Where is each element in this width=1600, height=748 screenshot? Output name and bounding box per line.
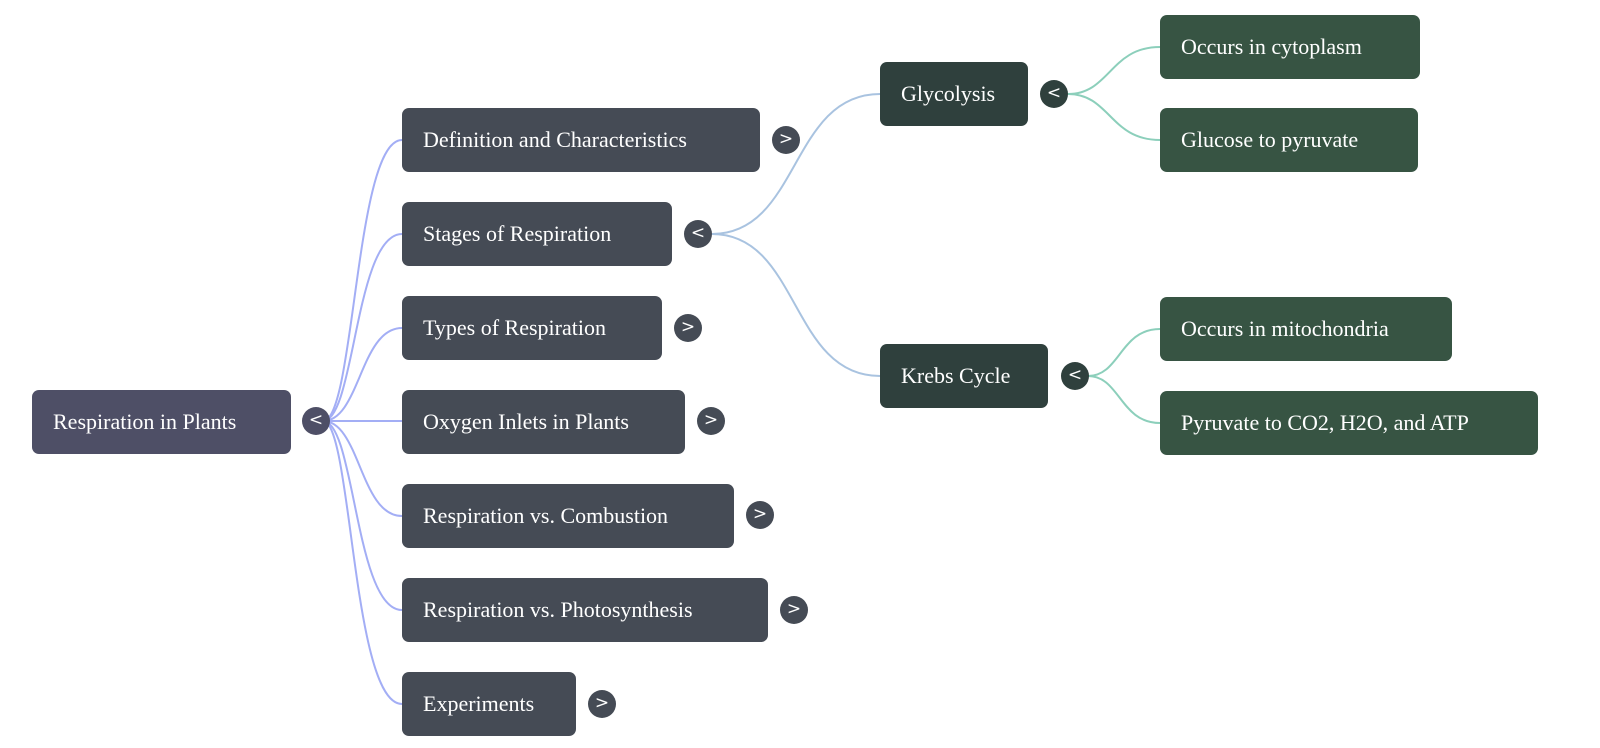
- branch-label: Definition and Characteristics: [423, 127, 687, 152]
- expand-definition-toggle[interactable]: >: [772, 126, 800, 154]
- branch-oxygen-node[interactable]: Oxygen Inlets in Plants: [402, 390, 685, 454]
- leaf-label: Occurs in mitochondria: [1181, 316, 1389, 341]
- edge-glycolysis-to-cytoplasm: [1067, 46, 1161, 95]
- expand-photosynthesis-toggle[interactable]: >: [780, 596, 808, 624]
- edge-root-to-stages: [322, 233, 403, 422]
- leaf-pyruvate-products-node[interactable]: Pyruvate to CO2, H2O, and ATP: [1160, 391, 1538, 455]
- expand-experiments-toggle[interactable]: >: [588, 690, 616, 718]
- collapse-stages-toggle[interactable]: <: [684, 220, 712, 248]
- leaf-label: Pyruvate to CO2, H2O, and ATP: [1181, 410, 1469, 435]
- glycolysis-label: Glycolysis: [901, 81, 996, 106]
- leaf-glucose-node[interactable]: Glucose to pyruvate: [1160, 108, 1418, 172]
- branch-photosynthesis-node[interactable]: Respiration vs. Photosynthesis: [402, 578, 768, 642]
- leaf-label: Occurs in cytoplasm: [1181, 34, 1362, 59]
- branch-label: Oxygen Inlets in Plants: [423, 409, 629, 434]
- edge-root-to-combustion: [322, 420, 403, 517]
- root-node-label: Respiration in Plants: [53, 409, 237, 434]
- branch-definition-node[interactable]: Definition and Characteristics: [402, 108, 760, 172]
- branch-label: Respiration vs. Combustion: [423, 503, 669, 528]
- edge-root-to-definition: [322, 139, 403, 422]
- leaf-cytoplasm-node[interactable]: Occurs in cytoplasm: [1160, 15, 1420, 79]
- collapse-root-toggle[interactable]: <: [302, 407, 330, 435]
- edge-stages-to-krebs: [711, 233, 881, 377]
- root-node[interactable]: Respiration in Plants: [32, 390, 291, 454]
- edge-glycolysis-to-pyruvate: [1067, 93, 1161, 141]
- edge-stages-to-glycolysis: [711, 93, 881, 235]
- edge-root-to-types: [322, 327, 403, 422]
- edge-root-to-experiments: [322, 420, 403, 705]
- krebs-cycle-label: Krebs Cycle: [901, 363, 1011, 388]
- leaf-label: Glucose to pyruvate: [1181, 127, 1359, 152]
- collapse-krebs-toggle[interactable]: <: [1061, 362, 1089, 390]
- edge-root-to-photosynthesis: [322, 420, 403, 611]
- expand-combustion-toggle[interactable]: >: [746, 501, 774, 529]
- branch-label: Types of Respiration: [423, 315, 606, 340]
- edge-krebs-to-mitochondria: [1087, 328, 1161, 377]
- branch-combustion-node[interactable]: Respiration vs. Combustion: [402, 484, 734, 548]
- branch-stages-node[interactable]: Stages of Respiration: [402, 202, 672, 266]
- collapse-glycolysis-toggle[interactable]: <: [1040, 80, 1068, 108]
- branch-experiments-node[interactable]: Experiments: [402, 672, 576, 736]
- expand-oxygen-toggle[interactable]: >: [697, 407, 725, 435]
- leaf-mitochondria-node[interactable]: Occurs in mitochondria: [1160, 297, 1452, 361]
- branch-label: Experiments: [423, 691, 535, 716]
- krebs-cycle-node[interactable]: Krebs Cycle: [880, 344, 1048, 408]
- branch-label: Respiration vs. Photosynthesis: [423, 597, 693, 622]
- expand-types-toggle[interactable]: >: [674, 314, 702, 342]
- branch-types-node[interactable]: Types of Respiration: [402, 296, 662, 360]
- edge-krebs-to-products: [1087, 375, 1161, 424]
- branch-label: Stages of Respiration: [423, 221, 612, 246]
- glycolysis-node[interactable]: Glycolysis: [880, 62, 1028, 126]
